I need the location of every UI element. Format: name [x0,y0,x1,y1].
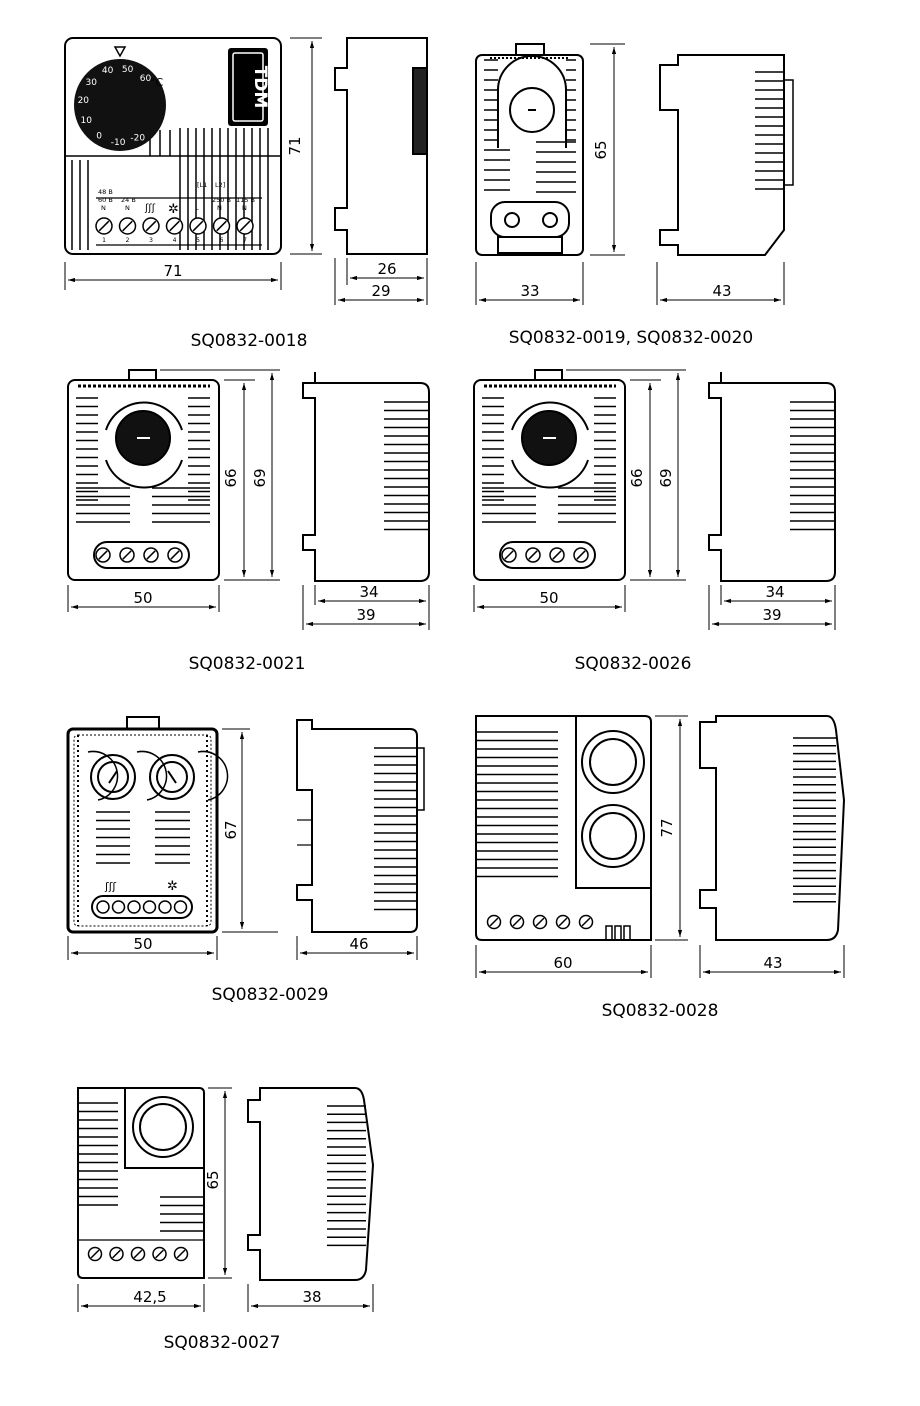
side-view [296,719,425,933]
figure-sq0832-0021: 66 69 50 34 39 SQ0832-0021 [67,369,430,674]
dial-mark: 0 [96,132,102,142]
dim-height-a: 66 [628,468,646,487]
caption-sq0832-0019-0020: SQ0832-0019, SQ0832-0020 [509,328,753,348]
side-view [708,372,836,582]
heater-icon: ʃʃʃ [144,203,156,214]
brand-logo: TDM [250,66,270,109]
terminal-number: 4 [173,237,177,244]
dim-depth: 46 [349,935,368,953]
dim-width: 71 [163,262,182,280]
dim-depth-b: 29 [371,282,390,300]
term-60b: 60 B [98,196,113,204]
dimensions [77,1087,374,1312]
dim-height-b: 69 [251,468,269,487]
figure-sq0832-0018: -20 -10 010 20 30 40 50 60 °C TDM 1 2 3 4 5 6 7 [L1 L… [64,37,428,351]
front-view [473,369,626,581]
dim-height: 65 [204,1170,222,1189]
dim-width: 42,5 [133,1288,166,1306]
dim-depth: 43 [763,954,782,972]
dial-mark: -10 [111,138,126,148]
terminal-number: 1 [102,237,106,244]
term-n4: N [242,204,247,212]
term-48b: 48 B [98,188,113,196]
dial-mark: 20 [78,96,90,106]
dial-unit-label: °C [150,76,164,89]
terminal-number: 6 [220,237,224,244]
dial-mark: 30 [85,78,97,88]
figure-sq0832-0029: ʃʃʃ ✲ 67 50 46 SQ0832-0029 [66,716,425,1005]
dim-height-a: 66 [222,468,240,487]
dimensions [67,728,418,960]
dim-width: 33 [520,282,539,300]
dim-width: 50 [539,589,558,607]
dim-depth: 43 [712,282,731,300]
caption-sq0832-0026: SQ0832-0026 [575,654,692,674]
term-250b: 250 B [212,196,231,204]
caption-sq0832-0028: SQ0832-0028 [602,1001,719,1021]
dim-depth: 38 [302,1288,321,1306]
indicator-triangle-icon [113,46,127,58]
dial-mark: 50 [122,65,134,75]
dim-height-b: 69 [657,468,675,487]
side-view [659,54,794,256]
figure-sq0832-0019-0020: 65 33 43 SQ0832-0019, SQ0832-0020 [475,43,794,348]
dim-height: 77 [658,818,676,837]
caption-sq0832-0029: SQ0832-0029 [212,985,329,1005]
caption-sq0832-0027: SQ0832-0027 [164,1333,281,1353]
side-view [302,372,430,582]
side-view [334,37,428,255]
front-view [475,715,652,941]
dim-depth-b: 39 [356,606,375,624]
term-l: L [195,204,199,212]
front-view: -20 -10 010 20 30 40 50 60 °C TDM 1 2 3 4 5 6 7 [L1 L… [64,37,282,255]
dim-depth-a: 34 [359,583,378,601]
dial-mark: -20 [130,133,145,143]
caption-sq0832-0018: SQ0832-0018 [191,331,308,351]
dim-width: 50 [133,935,152,953]
terminal-number: 3 [149,237,153,244]
front-view [77,1087,205,1279]
dim-height: 67 [222,820,240,839]
temperature-dial-icon[interactable] [74,59,166,151]
dim-width: 50 [133,589,152,607]
terminal-number: 2 [126,237,130,244]
term-n1: N [101,204,106,212]
caption-sq0832-0021: SQ0832-0021 [189,654,306,674]
dimensions [475,43,785,305]
dial-mark: 40 [102,66,114,76]
heater-icon: ʃʃʃ [104,880,116,893]
side-view [699,715,846,941]
dim-height: 65 [592,140,610,159]
term-115b: 115 B [236,196,255,204]
dial-mark: 60 [140,74,152,84]
dim-width: 60 [553,954,572,972]
figure-sq0832-0026: 66 69 50 34 39 SQ0832-0026 [473,369,836,674]
front-view [66,716,229,934]
fan-icon: ✲ [168,202,179,217]
term-n2: N [125,204,130,212]
dim-depth-b: 39 [762,606,781,624]
dial-mark: 10 [81,116,93,126]
fan-icon: ✲ [167,879,178,894]
l1-label: [L1 [197,181,207,189]
l2-label: L2] [215,181,225,189]
figure-sq0832-0028: 77 60 43 SQ0832-0028 [475,715,846,1021]
terminal-number: 7 [243,237,247,244]
dimensions [475,715,845,978]
front-view [475,43,584,256]
dimensions [67,369,430,630]
terminal-number: 5 [196,237,200,244]
front-view [67,369,220,581]
figure-sq0832-0027: 65 42,5 38 SQ0832-0027 [77,1087,375,1353]
dimensions [473,369,836,630]
side-view [247,1087,375,1281]
dim-depth-a: 26 [377,260,396,278]
term-n3: N [217,204,222,212]
term-24b: 24 B [121,196,136,204]
dimensions [64,37,428,305]
dim-depth-a: 34 [765,583,784,601]
dim-height: 71 [286,136,304,155]
